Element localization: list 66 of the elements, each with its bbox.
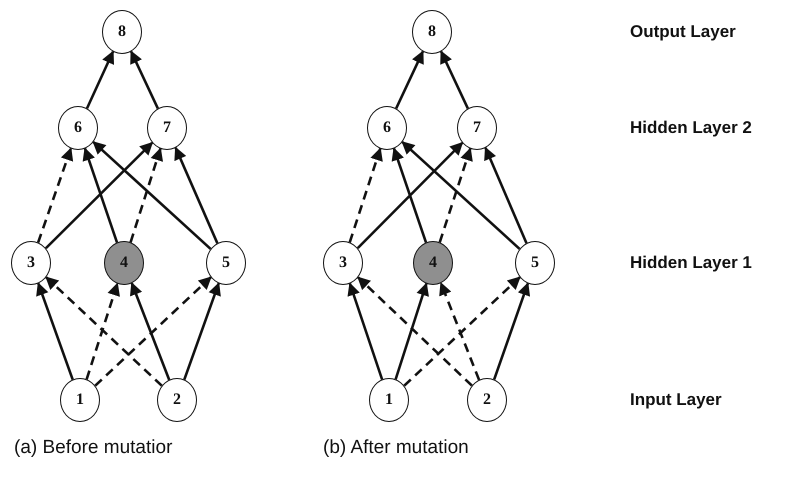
- node-number: 2: [483, 392, 491, 408]
- arrow: [85, 282, 120, 380]
- arrow: [348, 147, 383, 243]
- arrow: [484, 146, 528, 244]
- layer-label: Output Layer: [630, 22, 736, 42]
- arrow: [401, 141, 520, 250]
- node-number: 8: [118, 24, 126, 40]
- arrow: [36, 282, 74, 380]
- arrow: [348, 282, 384, 380]
- node-number: 6: [383, 120, 391, 136]
- arrow: [394, 50, 424, 109]
- neuron-circle: [467, 378, 507, 422]
- caption: (b) After mutation: [323, 437, 469, 459]
- arrow: [130, 50, 160, 109]
- caption: (a) Before mutatior: [14, 437, 172, 459]
- node-number: 3: [339, 255, 347, 271]
- node-number: 7: [473, 120, 481, 136]
- node-number: 1: [385, 392, 393, 408]
- arrow: [174, 146, 219, 244]
- node-number: 3: [27, 255, 35, 271]
- arrow: [403, 276, 521, 387]
- arrow: [394, 282, 429, 380]
- neuron-circle: [102, 10, 142, 54]
- neuron-circle: [206, 241, 246, 285]
- neuron-circle: [413, 241, 453, 285]
- arrow: [492, 282, 530, 380]
- arrow: [86, 50, 114, 109]
- neuron-circle: [58, 106, 98, 150]
- neuron-circle: [157, 378, 197, 422]
- node-number: 4: [120, 255, 128, 271]
- neuron-circle: [369, 378, 409, 422]
- node-number: 6: [74, 120, 82, 136]
- neuron-circle: [367, 106, 407, 150]
- neuron-circle: [412, 10, 452, 54]
- arrow: [82, 147, 118, 243]
- neuron-circle: [60, 378, 100, 422]
- arrow: [392, 147, 428, 243]
- arrow: [94, 276, 212, 387]
- arrow: [129, 148, 164, 243]
- arrow: [92, 141, 212, 250]
- arrow: [44, 142, 154, 250]
- node-number: 4: [429, 255, 437, 271]
- arrow: [45, 276, 163, 387]
- node-number: 2: [173, 392, 181, 408]
- arrow: [357, 276, 473, 387]
- neuron-circle: [11, 241, 51, 285]
- neuron-circle: [147, 106, 187, 150]
- arrow: [36, 147, 74, 243]
- neuron-circle: [457, 106, 497, 150]
- layer-label: Hidden Layer 1: [630, 253, 752, 273]
- node-number: 7: [163, 120, 171, 136]
- neuron-circle: [323, 241, 363, 285]
- node-number: 5: [222, 255, 230, 271]
- node-number: 8: [428, 24, 436, 40]
- arrow: [440, 50, 470, 109]
- arrow: [439, 282, 480, 380]
- arrow: [438, 147, 473, 243]
- layer-label: Hidden Layer 2: [630, 118, 752, 138]
- arrow: [356, 142, 464, 250]
- neuron-circle: [515, 241, 555, 285]
- layer-label: Input Layer: [630, 390, 722, 410]
- arrow: [130, 282, 170, 380]
- node-number: 1: [76, 392, 84, 408]
- arrow: [183, 282, 221, 380]
- neuron-circle: [104, 241, 144, 285]
- node-number: 5: [531, 255, 539, 271]
